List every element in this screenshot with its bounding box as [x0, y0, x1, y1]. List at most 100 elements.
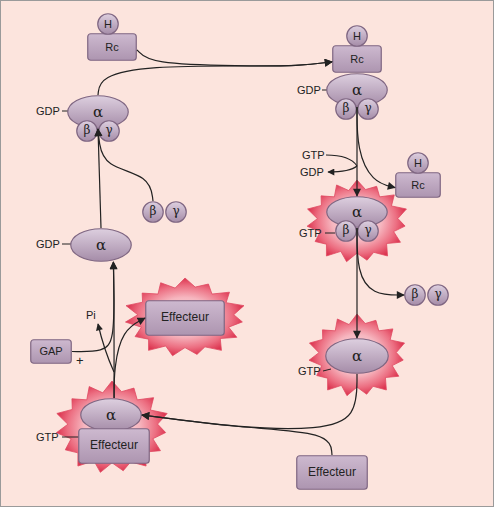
- round-shape: [428, 285, 449, 306]
- node-label: β: [412, 288, 419, 301]
- ligand-circle: H: [346, 25, 368, 47]
- node-text-holder: α: [325, 338, 389, 374]
- node-text-holder: Rc: [87, 33, 137, 61]
- beta-subunit: β: [335, 220, 357, 242]
- nucleotide-label: GDP: [36, 104, 60, 118]
- node-text-holder: β: [142, 201, 164, 223]
- gamma-subunit: γ: [357, 98, 379, 120]
- node-text-holder: γ: [165, 201, 187, 223]
- node-label: Effecteur: [308, 466, 356, 479]
- nucleotide-label: GTP: [299, 226, 322, 240]
- node-label: GAP: [39, 345, 62, 357]
- round-shape: [81, 399, 142, 432]
- reaction-arrow: [114, 318, 145, 398]
- node-text-holder: β: [335, 220, 357, 242]
- node-label: β: [343, 224, 350, 237]
- gap-box: GAP: [30, 339, 72, 364]
- node-text-holder: α: [67, 95, 129, 129]
- pi-release-arrow: [98, 324, 114, 372]
- box-shape: [333, 46, 382, 73]
- node-label: α: [106, 407, 116, 424]
- leader-line: [62, 437, 79, 438]
- round-shape: [347, 26, 368, 47]
- reaction-arrow: [113, 262, 115, 398]
- nucleotide-label: GDP: [36, 237, 60, 251]
- node-label: α: [352, 204, 362, 221]
- alpha-subunit: α: [80, 398, 142, 432]
- activation-burst: [56, 381, 167, 472]
- alpha-subunit: α: [70, 228, 132, 262]
- round-shape: [77, 121, 98, 142]
- activation-burst: [307, 180, 406, 262]
- nucleotide-label: GTP: [302, 148, 325, 162]
- round-shape: [327, 197, 388, 228]
- node-label: β: [343, 102, 350, 115]
- node-text-holder: Effecteur: [78, 428, 150, 464]
- ligand-circle: H: [97, 13, 119, 35]
- round-shape: [326, 339, 389, 374]
- round-shape: [99, 121, 120, 142]
- beta-subunit: β: [335, 98, 357, 120]
- node-label: H: [104, 18, 112, 30]
- gdp-out-arrow: [328, 166, 357, 172]
- node-label: γ: [364, 224, 371, 237]
- round-shape: [358, 221, 379, 242]
- node-text-holder: α: [80, 398, 142, 432]
- reaction-arrow: [142, 415, 332, 455]
- alpha-subunit: α: [67, 95, 129, 129]
- node-text-holder: γ: [98, 120, 120, 142]
- node-label: β: [150, 205, 157, 218]
- reaction-arrow: [98, 129, 101, 228]
- reaction-arrow: [357, 107, 395, 188]
- effector-box: Effecteur: [145, 300, 225, 336]
- leader-line: [325, 233, 335, 234]
- ligand-circle: H: [407, 152, 429, 174]
- node-label: Effecteur: [90, 439, 138, 452]
- nucleotide-label: GTP: [36, 430, 59, 444]
- nucleotide-label: GDP: [300, 165, 324, 179]
- node-label: γ: [364, 102, 371, 115]
- node-label: α: [96, 237, 106, 254]
- node-text-holder: Effecteur: [145, 300, 225, 336]
- node-label: α: [93, 104, 103, 121]
- receptor-box: Rc: [332, 45, 382, 73]
- edge-label: +: [76, 354, 84, 368]
- node-label: α: [352, 82, 362, 99]
- node-text-holder: H: [346, 25, 368, 47]
- alpha-subunit: α: [325, 338, 389, 374]
- round-shape: [71, 229, 132, 262]
- node-text-holder: β: [335, 98, 357, 120]
- reaction-arrow: [98, 62, 332, 95]
- activation-burst: [309, 314, 405, 396]
- node-label: H: [353, 30, 361, 42]
- node-text-holder: Rc: [332, 45, 382, 73]
- alpha-subunit: α: [326, 196, 388, 228]
- gamma-subunit: γ: [357, 220, 379, 242]
- node-label: β: [84, 124, 91, 137]
- round-shape: [166, 202, 187, 223]
- node-text-holder: H: [407, 152, 429, 174]
- node-text-holder: Rc: [395, 172, 441, 198]
- node-text-holder: β: [404, 284, 426, 306]
- box-shape: [79, 429, 150, 464]
- node-label: Effecteur: [161, 311, 209, 324]
- reaction-arrow: [356, 228, 357, 338]
- round-shape: [336, 221, 357, 242]
- node-text-holder: GAP: [30, 339, 72, 364]
- gtp-in-arrow: [326, 155, 357, 166]
- round-shape: [68, 96, 129, 129]
- gamma-subunit: γ: [165, 201, 187, 223]
- node-label: Rc: [411, 179, 424, 191]
- node-text-holder: γ: [427, 284, 449, 306]
- round-shape: [336, 99, 357, 120]
- round-shape: [358, 99, 379, 120]
- nucleotide-label: GTP: [298, 364, 321, 378]
- round-shape: [143, 202, 164, 223]
- gamma-subunit: γ: [427, 284, 449, 306]
- node-text-holder: α: [326, 196, 388, 228]
- effector-box: Effecteur: [78, 428, 150, 464]
- node-text-holder: α: [70, 228, 132, 262]
